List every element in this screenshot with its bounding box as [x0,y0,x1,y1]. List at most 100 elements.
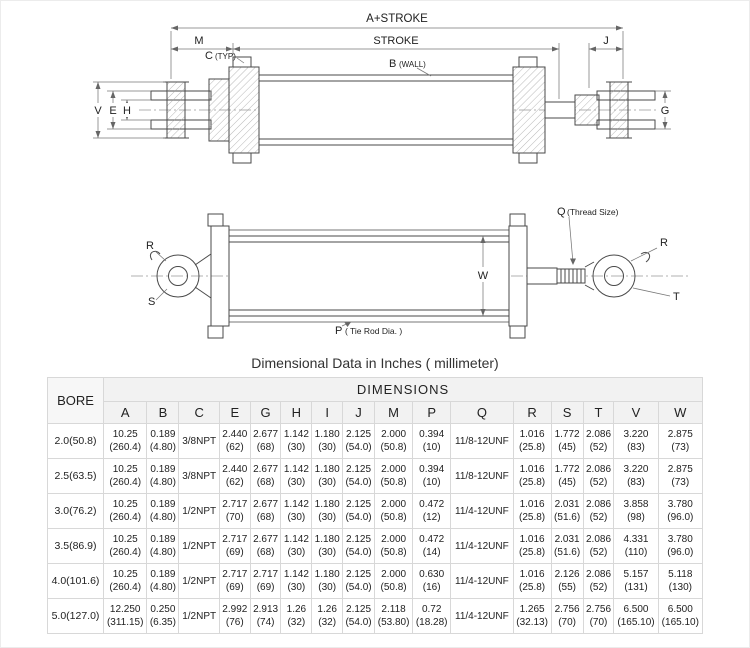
dimension-value: 1/2NPT [178,598,220,634]
dimension-value: 0.250 (6.35) [146,598,180,634]
dimension-value: 2.875 (73) [657,458,704,494]
bore-value: 4.0(101.6) [47,563,104,599]
column-header-e: E [218,401,251,424]
dimension-value: 3.858 (98) [613,493,659,529]
dimension-value: 1.142 (30) [280,423,313,459]
dim-label-r-left: R [146,240,154,252]
dimension-value: 1.142 (30) [280,458,313,494]
column-header-c: C [178,401,220,424]
dimension-value: 1.265 (32.13) [512,598,552,634]
column-header-v: V [613,401,659,424]
dimension-value: 10.25 (260.4) [102,528,148,564]
dimension-value: 0.394 (10) [412,423,452,459]
dimensions-header: DIMENSIONS [103,377,703,402]
dimension-value: 1.180 (30) [311,528,344,564]
column-header-t: T [582,401,615,424]
label-backer [475,267,491,282]
dimension-value: 2.031 (51.6) [550,528,584,564]
dimension-value: 2.000 (50.8) [374,423,414,459]
dimension-value: 1.142 (30) [280,493,313,529]
dimension-value: 11/8-12UNF [450,458,514,494]
dimension-value: 11/8-12UNF [450,423,514,459]
dimension-value: 2.126 (55) [550,563,584,599]
dimension-value: 2.000 (50.8) [374,458,414,494]
dimension-value: 2.086 (52) [582,423,615,459]
dimension-value: 11/4-12UNF [450,528,514,564]
dimension-value: 0.630 (16) [412,563,452,599]
dimension-value: 0.189 (4.80) [146,563,180,599]
dimension-value: 1.142 (30) [280,563,313,599]
cylinder-side-view-drawing: A+STROKE STROKE M J C (TYP) B (WALL) V E… [91,13,672,164]
dimension-value: 2.913 (74) [249,598,282,634]
dimension-value: 2.717 (69) [218,528,251,564]
dimension-value: 0.189 (4.80) [146,493,180,529]
dim-label-r-right: R [660,237,668,249]
label-q: Q [557,206,566,218]
column-header-m: M [374,401,414,424]
dimension-value: 2.125 (54.0) [342,493,376,529]
dimension-value: 2.086 (52) [582,563,615,599]
dimension-value: 3.780 (96.0) [657,528,704,564]
column-header-a: A [102,401,148,424]
dimension-value: 1/2NPT [178,563,220,599]
dimension-value: 11/4-12UNF [450,493,514,529]
dimension-value: 6.500 (165.10) [657,598,704,634]
column-header-i: I [311,401,344,424]
dimension-value: 2.031 (51.6) [550,493,584,529]
dimension-value: 2.677 (68) [249,493,282,529]
dimension-value: 2.125 (54.0) [342,528,376,564]
dimension-value: 2.440 (62) [218,423,251,459]
dimension-value: 2.125 (54.0) [342,563,376,599]
bore-header: BORE [47,377,104,424]
dimension-value: 10.25 (260.4) [102,563,148,599]
dim-label-v: V [94,105,102,117]
dimension-value: 1/2NPT [178,493,220,529]
dimension-value: 2.677 (68) [249,458,282,494]
column-header-h: H [280,401,313,424]
dim-label-a-stroke: A+STROKE [366,13,428,25]
column-header-q: Q [450,401,514,424]
dimension-value: 3.220 (83) [613,458,659,494]
dimension-value: 2.086 (52) [582,493,615,529]
dimension-value: 2.000 (50.8) [374,493,414,529]
dimension-value: 0.189 (4.80) [146,458,180,494]
dim-label-w: W [478,270,489,282]
dimension-value: 2.756 (70) [550,598,584,634]
bore-value: 2.5(63.5) [47,458,104,494]
label-c-note: (TYP) [215,52,236,61]
dim-label-j: J [603,35,609,47]
label-q-note: (Thread Size) [567,207,619,217]
dimension-value: 2.875 (73) [657,423,704,459]
dim-label-stroke: STROKE [373,35,418,47]
label-b: B [389,58,396,70]
dimension-value: 1.016 (25.8) [512,493,552,529]
dimension-value: 2.440 (62) [218,458,251,494]
dimension-value: 10.25 (260.4) [102,423,148,459]
cylinder-body [150,56,656,164]
dimension-value: 0.189 (4.80) [146,528,180,564]
table-header-row: BORE DIMENSIONS [47,377,703,424]
dimension-value: 0.189 (4.80) [146,423,180,459]
column-header-g: G [249,401,282,424]
table-row: 2.5(63.5)10.25 (260.4)0.189 (4.80)3/8NPT… [47,458,704,494]
dimension-value: 2.125 (54.0) [342,598,376,634]
dim-label-g: G [661,105,670,117]
bore-value: 2.0(50.8) [47,423,104,459]
table-body: 2.0(50.8)10.25 (260.4)0.189 (4.80)3/8NPT… [47,423,704,634]
dimension-value: 12.250 (311.15) [102,598,148,634]
dimension-value: 3.780 (96.0) [657,493,704,529]
column-header-j: J [342,401,376,424]
bore-value: 3.5(86.9) [47,528,104,564]
cylinder-plan-view-drawing: Q (Thread Size) R S R T W P ( Tie Rod Di… [131,206,689,339]
table-row: 2.0(50.8)10.25 (260.4)0.189 (4.80)3/8NPT… [47,423,704,459]
bore-value: 5.0(127.0) [47,598,104,634]
dimension-value: 0.472 (12) [412,493,452,529]
dimension-value: 3/8NPT [178,423,220,459]
dimension-value: 6.500 (165.10) [613,598,659,634]
dimension-value: 2.717 (69) [249,563,282,599]
column-header-s: S [550,401,584,424]
dimension-value: 1.016 (25.8) [512,458,552,494]
label-backers [91,103,672,117]
